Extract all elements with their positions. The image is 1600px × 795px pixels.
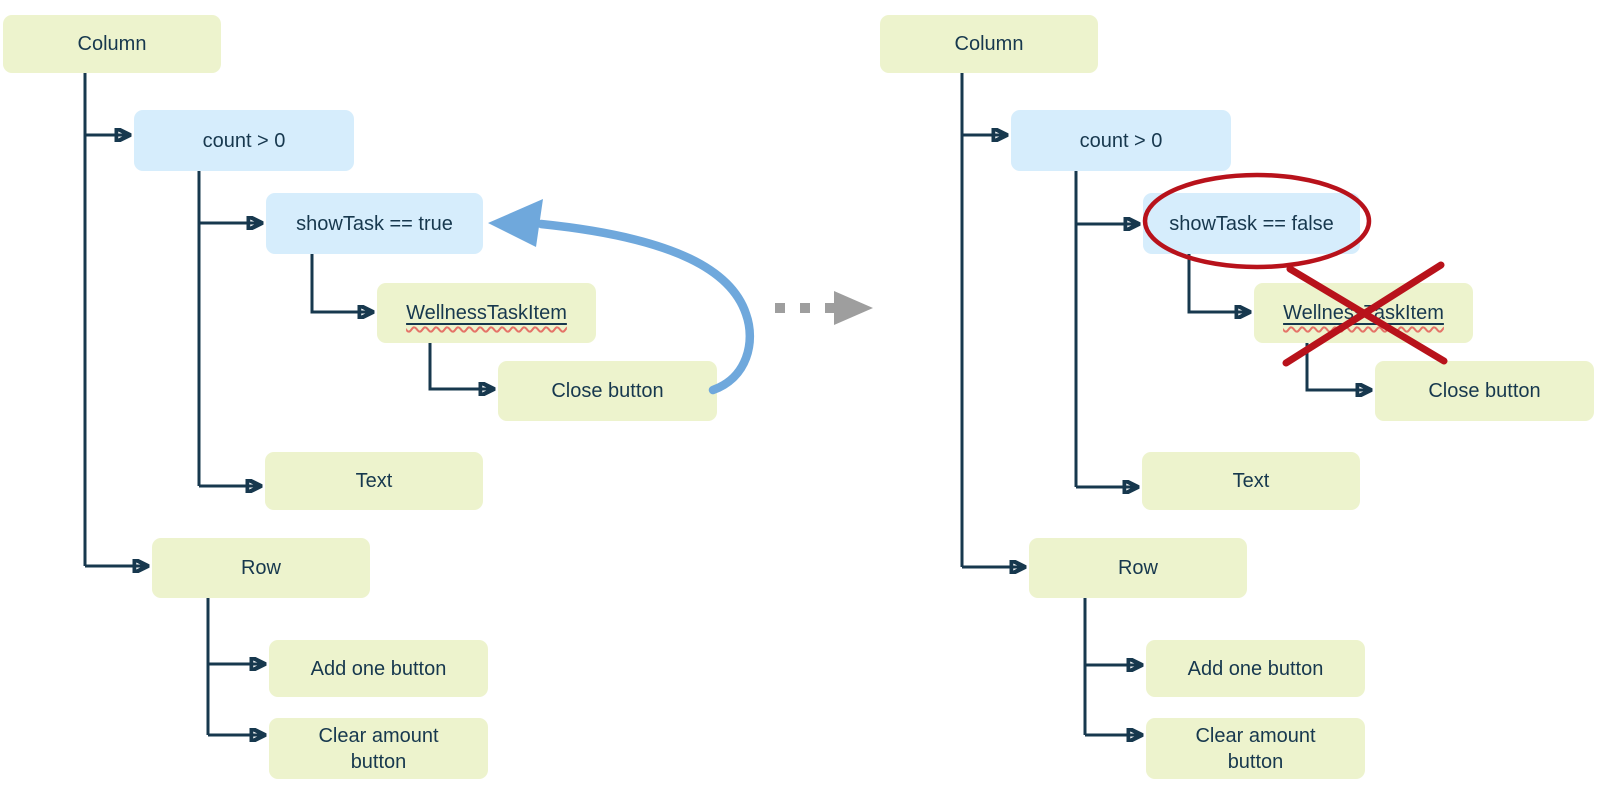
wellness-task-item-label: WellnessTaskItem — [406, 302, 567, 324]
right-node-count-condition: count > 0 — [1011, 110, 1231, 171]
right-node-clear-amount-button: Clear amount button — [1146, 718, 1365, 779]
left-node-wellness-task-item: WellnessTaskItem — [377, 283, 596, 343]
left-node-add-one-button: Add one button — [269, 640, 488, 697]
right-node-add-one-button: Add one button — [1146, 640, 1365, 697]
wellness-task-item-label: WellnessTaskItem — [1283, 302, 1444, 324]
right-node-showtask-condition: showTask == false — [1143, 193, 1360, 254]
left-node-close-button: Close button — [498, 361, 717, 421]
right-node-row: Row — [1029, 538, 1247, 598]
right-tree-connectors — [960, 73, 1371, 735]
right-node-column: Column — [880, 15, 1098, 73]
wellness-task-item-squiggle: WellnessTaskItem — [406, 300, 567, 326]
right-node-wellness-task-item: WellnessTaskItem — [1254, 283, 1473, 343]
left-node-row: Row — [152, 538, 370, 598]
wellness-task-item-squiggle: WellnessTaskItem — [1283, 300, 1444, 326]
left-node-showtask-condition: showTask == true — [266, 193, 483, 254]
left-node-count-condition: count > 0 — [134, 110, 354, 171]
left-node-clear-amount-button: Clear amount button — [269, 718, 488, 779]
right-node-close-button: Close button — [1375, 361, 1594, 421]
right-node-text: Text — [1142, 452, 1360, 510]
left-node-text: Text — [265, 452, 483, 510]
left-node-column: Column — [3, 15, 221, 73]
transition-dots-arrow — [775, 291, 873, 325]
left-tree-connectors — [83, 73, 494, 735]
